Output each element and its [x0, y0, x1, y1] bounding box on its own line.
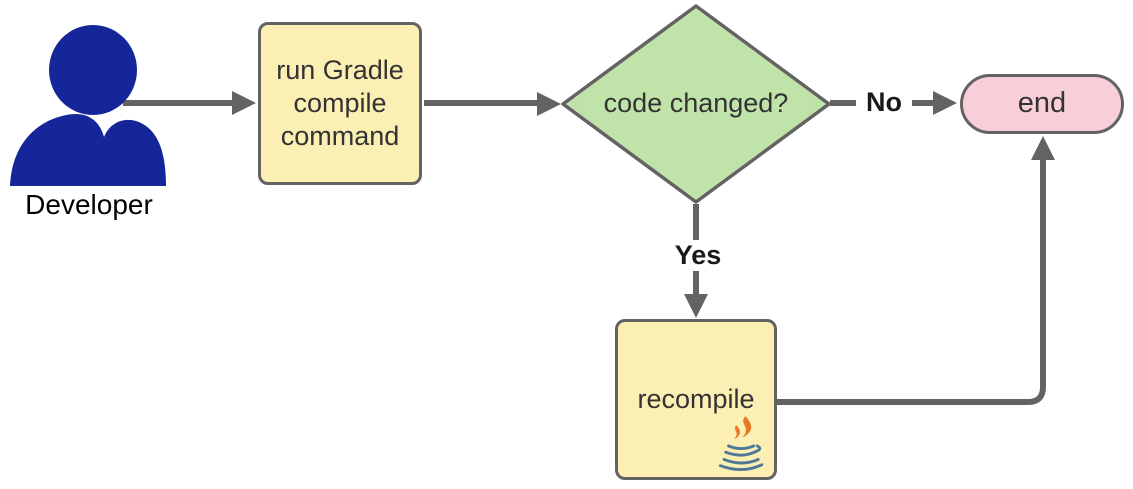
java-logo-icon	[718, 416, 764, 471]
edge-label-yes: Yes	[664, 240, 732, 271]
edge-label-no: No	[856, 87, 912, 118]
developer-label: Developer	[25, 189, 153, 220]
decision-diamond-shape	[561, 4, 831, 204]
edge-run-gradle-to-decision	[424, 92, 561, 116]
edge-recompile-to-end	[777, 136, 1055, 405]
end-label: end	[1017, 87, 1067, 120]
run-gradle-label: run Gradle compile command	[276, 55, 404, 151]
recompile-label: recompile	[637, 384, 755, 415]
decision-label: code changed?	[603, 88, 789, 118]
edge-developer-to-run-gradle	[123, 91, 256, 115]
node-recompile: recompile	[615, 319, 777, 480]
node-run-gradle-command: run Gradle compile command	[258, 22, 422, 185]
node-end: end	[960, 74, 1124, 134]
person-icon	[10, 25, 166, 186]
